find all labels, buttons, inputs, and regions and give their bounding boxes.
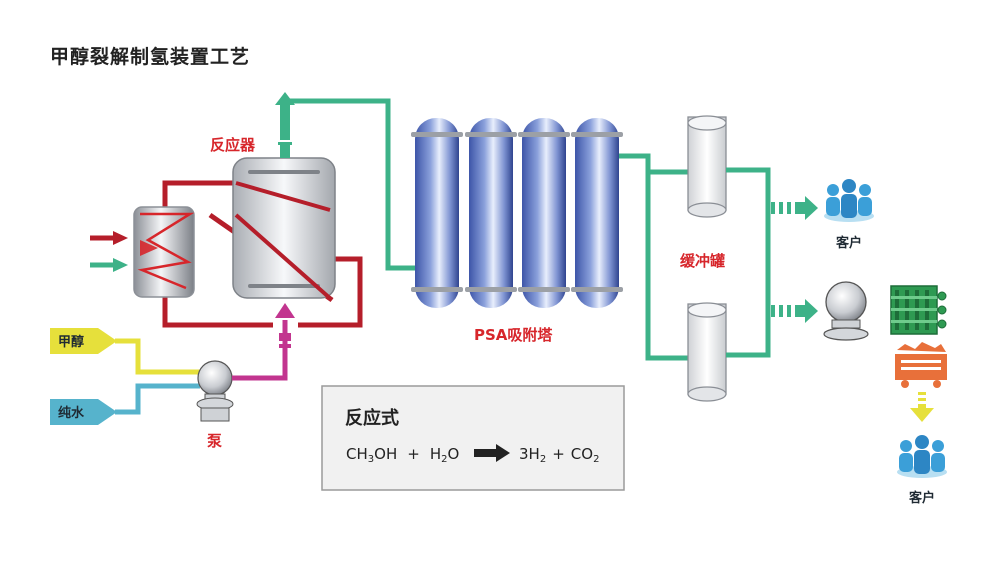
label-customer-bottom: 客户 (909, 490, 935, 506)
buffer-tank-bottom (687, 302, 727, 402)
buffer-tank-top (687, 115, 727, 218)
reaction-box (321, 385, 625, 491)
water-input-arrow[interactable] (50, 399, 117, 425)
line-buffer-out (726, 167, 771, 358)
label-methanol: 甲醇 (58, 334, 84, 350)
line-psa-to-buffer (619, 153, 688, 361)
pump (196, 360, 234, 422)
storage-sphere (823, 281, 869, 341)
methanol-input-arrow[interactable] (50, 328, 117, 354)
reaction-title: 反应式 (345, 407, 399, 429)
arrow-to-storage (771, 299, 818, 323)
heater-unit (133, 206, 195, 298)
reaction-equation-left: CH3OH+H2O (346, 445, 459, 465)
psa-column-2 (465, 118, 517, 308)
page-title: 甲醇裂解制氢装置工艺 (50, 46, 251, 68)
transport-cart (895, 342, 947, 388)
psa-column-4 (571, 118, 623, 308)
psa-column-3 (518, 118, 570, 308)
customer-icon-bottom (897, 435, 947, 478)
label-customer-top: 客户 (836, 235, 862, 251)
label-buffer: 缓冲罐 (680, 252, 725, 270)
label-psa: PSA吸附塔 (474, 326, 553, 344)
reaction-equation-right: 3H2+CO2 (519, 445, 599, 465)
reactor-vessel (232, 157, 336, 302)
fuel-cell-rack (890, 285, 947, 335)
feed-lines (115, 338, 200, 415)
label-reactor: 反应器 (210, 136, 256, 154)
line-pump-to-reactor (232, 303, 295, 381)
label-water: 纯水 (58, 405, 85, 421)
heater-inlet-arrows (90, 231, 128, 272)
line-reactor-to-psa (290, 98, 418, 271)
psa-column-1 (411, 118, 463, 308)
label-pump: 泵 (207, 432, 222, 450)
psa-columns (411, 118, 623, 308)
customer-icon-top (824, 179, 874, 222)
reaction-arrow (474, 444, 510, 462)
arrow-to-customer-bottom (910, 392, 934, 422)
arrow-to-customer-top (771, 196, 818, 220)
